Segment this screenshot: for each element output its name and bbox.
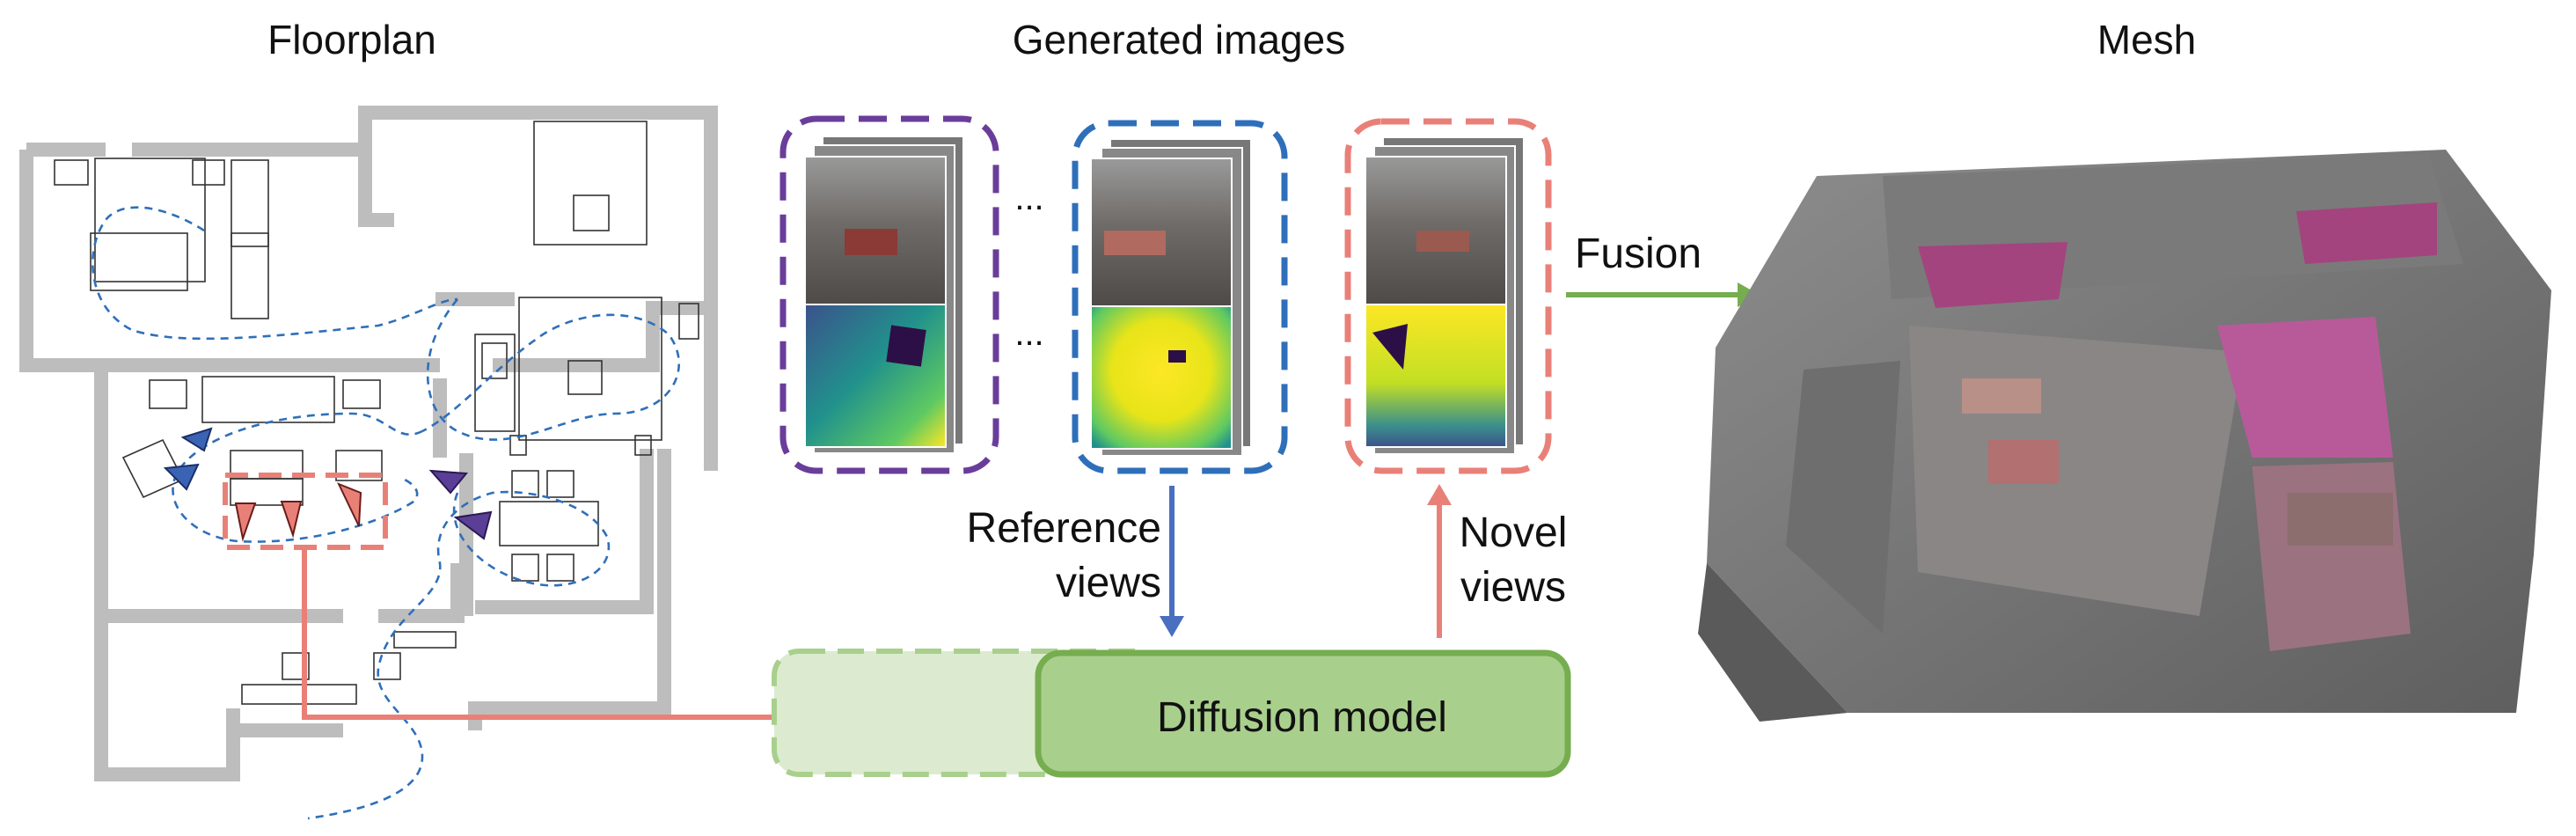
image-stack-purple xyxy=(779,115,999,474)
depth-view-novel xyxy=(1365,304,1507,448)
camera-novel-3 xyxy=(336,482,362,527)
novel-cameras xyxy=(234,482,362,542)
reference-cameras-purple xyxy=(428,469,493,540)
camera-novel-2 xyxy=(280,501,303,539)
novel-views-arrow xyxy=(1427,484,1452,638)
generated-images-title: Generated images xyxy=(1012,17,1346,62)
camera-novel-1 xyxy=(234,502,257,542)
floorplan-walls xyxy=(19,106,718,781)
camera-blue-1 xyxy=(180,427,213,452)
reference-views-label: Reference views xyxy=(933,502,1161,611)
reference-views-arrow xyxy=(1160,486,1184,637)
depth-view-blue xyxy=(1090,305,1233,450)
floorplan-furniture xyxy=(54,121,699,705)
novel-views-line1: Novel xyxy=(1459,510,1568,556)
mesh-title: Mesh xyxy=(2097,17,2197,62)
camera-purple-1 xyxy=(428,469,468,495)
novel-views-line2: views xyxy=(1460,564,1567,611)
floorplan xyxy=(19,106,718,820)
ellipsis-top: ... xyxy=(1014,179,1043,217)
reference-cameras-blue xyxy=(163,427,213,491)
fusion-label: Fusion xyxy=(1575,231,1702,277)
reference-views-line2: views xyxy=(1055,560,1161,606)
reference-views-line1: Reference xyxy=(966,505,1161,552)
camera-purple-2 xyxy=(453,510,493,540)
mesh-reconstruction xyxy=(1698,150,2551,722)
image-stack-novel xyxy=(1344,118,1552,474)
fusion-arrow xyxy=(1566,282,1760,307)
diffusion-model-box xyxy=(1035,649,1571,778)
camera-blue-2 xyxy=(163,463,200,491)
novel-views-label: Novel views xyxy=(1443,506,1584,615)
diffusion-model-label: Diffusion model xyxy=(1157,694,1447,741)
camera-trajectories xyxy=(91,206,680,820)
ellipsis-bottom: ... xyxy=(1014,314,1043,353)
depth-view-purple xyxy=(804,304,947,448)
floorplan-title: Floorplan xyxy=(267,17,436,62)
image-stack-blue xyxy=(1072,120,1288,474)
